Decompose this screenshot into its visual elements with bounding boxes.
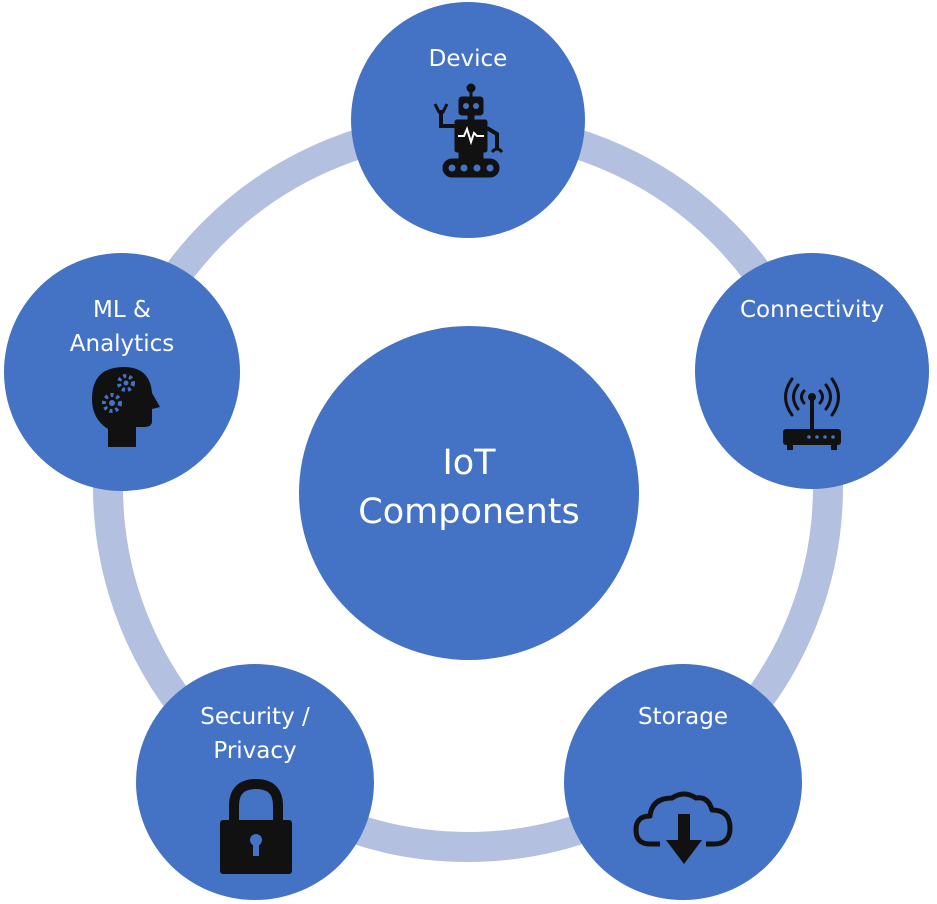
connectivity-label: Connectivity	[739, 297, 885, 323]
connectivity-node: Connectivity	[695, 253, 929, 489]
device-node: Device	[351, 2, 585, 238]
ml-analytics-node: ML & Analytics	[4, 253, 240, 491]
robot-icon	[433, 83, 504, 178]
storage-node: Storage	[564, 664, 802, 900]
storage-label: Storage	[638, 704, 728, 730]
head-gears-icon	[92, 367, 160, 447]
padlock-icon	[220, 778, 292, 874]
security-node: Security / Privacy	[136, 664, 374, 900]
wifi-router-icon	[783, 377, 841, 450]
ml-analytics-label: ML & Analytics	[69, 297, 175, 357]
center-node: IoT Components	[299, 326, 639, 660]
device-label: Device	[428, 46, 508, 72]
center-label: IoT Components	[358, 443, 580, 532]
security-label: Security / Privacy	[200, 704, 310, 764]
cloud-download-icon	[633, 791, 733, 864]
